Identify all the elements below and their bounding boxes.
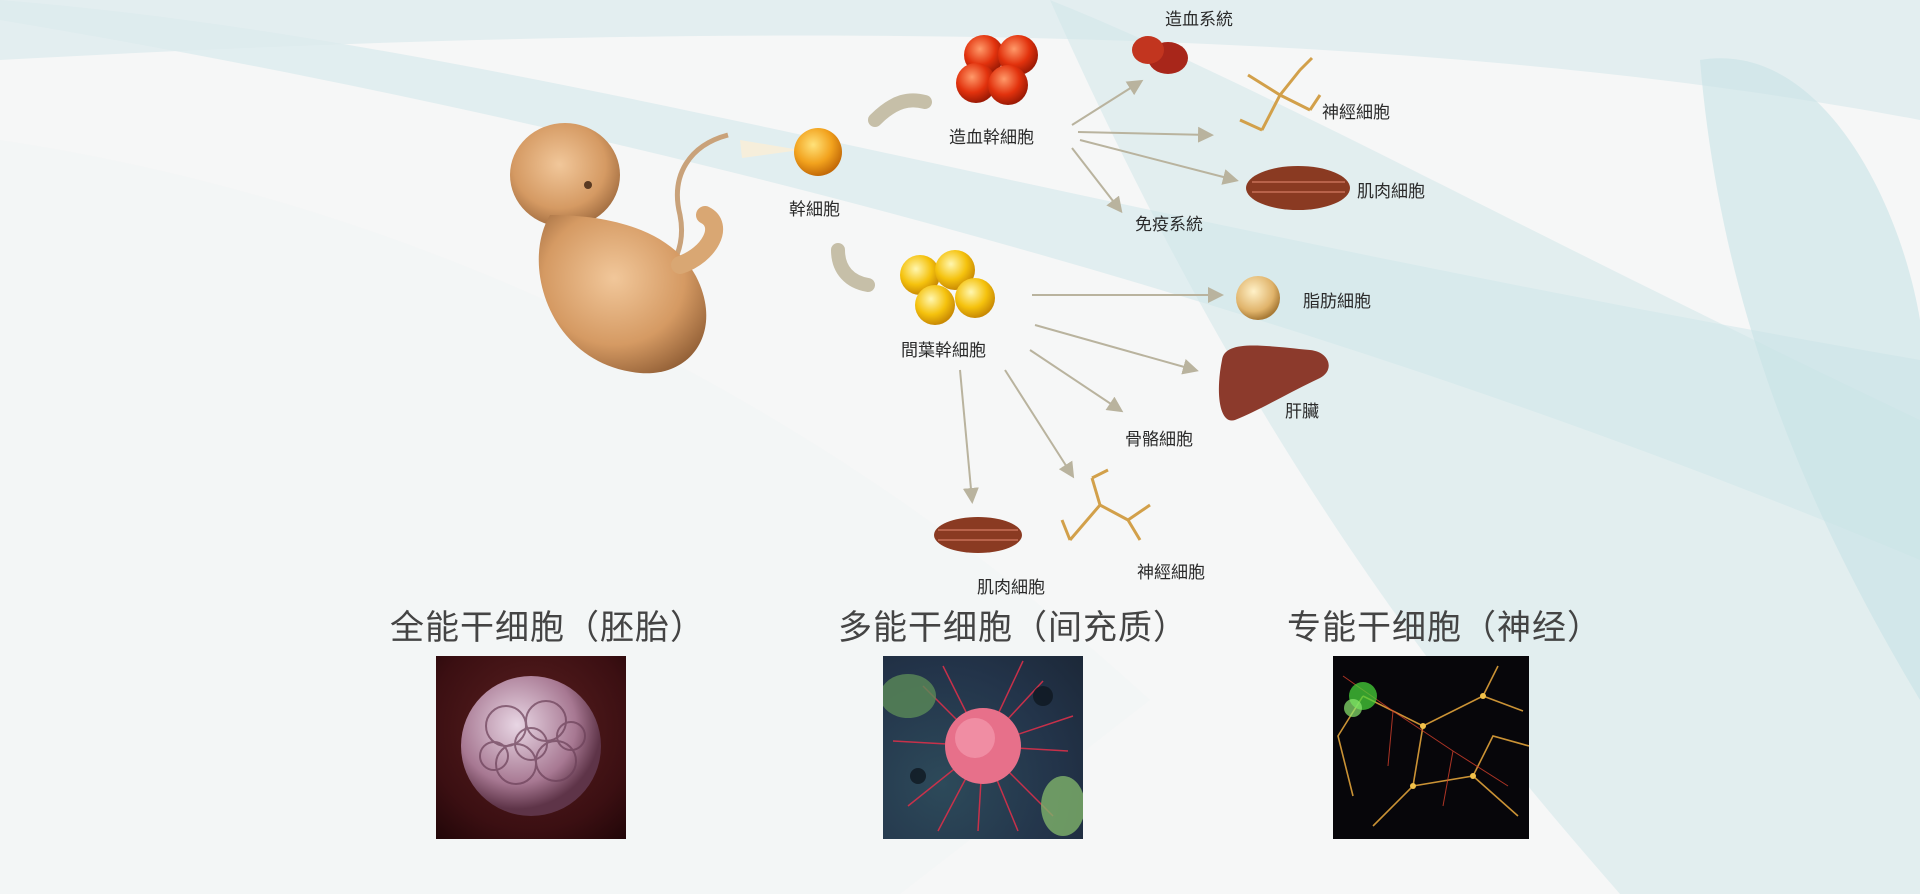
bone-cell-neuron-icon — [1060, 468, 1151, 541]
neuron-icon — [1239, 56, 1322, 132]
liver-label: 肝臟 — [1285, 402, 1319, 422]
hematopoietic-stem-cell-label: 造血幹細胞 — [949, 128, 1034, 148]
liver-icon — [1218, 345, 1329, 421]
muscle-cell-lower-label: 肌肉細胞 — [977, 578, 1045, 598]
nerve-cell-label: 神經細胞 — [1322, 103, 1390, 123]
mesenchymal-stem-cell-label: 間葉幹細胞 — [901, 341, 986, 361]
muscle-cell-lower-icon — [934, 517, 1022, 553]
fetus-illustration — [510, 123, 729, 374]
bone-cell-label: 骨骼細胞 — [1125, 430, 1193, 450]
muscle-cell-icon — [1246, 166, 1350, 210]
embryo-image — [436, 656, 626, 839]
totipotent-caption: 全能干细胞（胚胎） — [390, 608, 705, 648]
stem-cell-label: 幹細胞 — [789, 200, 840, 220]
fat-cell-icon — [1236, 276, 1280, 320]
fat-cell-label: 脂肪細胞 — [1303, 292, 1371, 312]
mesenchymal-image — [883, 656, 1083, 839]
muscle-cell-label: 肌肉細胞 — [1357, 182, 1425, 202]
mesenchymal-cell-cluster-icon — [900, 250, 995, 325]
hematopoietic-system-label: 造血系統 — [1165, 10, 1233, 30]
stem-cell-icon — [794, 128, 842, 176]
red-blood-cell-icon — [1132, 36, 1188, 74]
unipotent-caption: 专能干细胞（神经） — [1287, 608, 1602, 648]
immune-system-label: 免疫系統 — [1135, 215, 1203, 235]
nerve-cell-lower-label: 神經細胞 — [1137, 563, 1205, 583]
hematopoietic-cell-cluster-icon — [956, 35, 1038, 105]
neuron-image — [1333, 656, 1529, 839]
multipotent-caption: 多能干细胞（间充质） — [838, 608, 1188, 648]
